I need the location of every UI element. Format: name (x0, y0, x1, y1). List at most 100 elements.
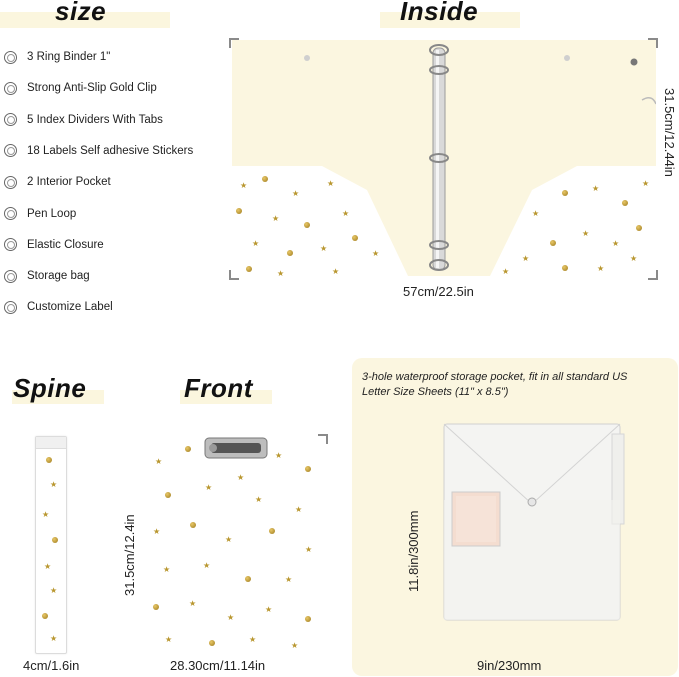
gold-star-icon: ★ (44, 562, 52, 571)
gold-star-icon: ★ (630, 254, 638, 263)
gold-star-icon: ★ (532, 209, 540, 218)
gold-star-icon: ★ (592, 184, 600, 193)
gold-star-icon: ★ (612, 239, 620, 248)
spine-top-cap (36, 437, 66, 449)
feature-label: Elastic Closure (27, 238, 104, 251)
gold-dot-icon (190, 522, 196, 528)
pocket-width-label: 9in/230mm (477, 658, 542, 673)
feature-label: Customize Label (27, 301, 113, 314)
feature-label: Storage bag (27, 270, 90, 283)
feature-label: 5 Index Dividers With Tabs (27, 113, 163, 126)
gold-star-icon: ★ (42, 510, 50, 519)
gold-star-icon: ★ (582, 229, 590, 238)
gold-star-icon: ★ (342, 209, 350, 218)
gold-star-icon: ★ (249, 635, 257, 644)
gold-dot-icon (304, 222, 310, 228)
gold-star-icon: ★ (292, 189, 300, 198)
feature-item: Storage bag (4, 266, 90, 286)
gold-star-icon: ★ (165, 635, 173, 644)
storage-pocket-image (443, 423, 625, 621)
gold-dot-icon (245, 576, 251, 582)
inside-heading-highlight (380, 12, 520, 28)
gold-dot-icon (165, 492, 171, 498)
spine-star-pattern: ★★★★★ (36, 437, 66, 653)
feature-label: 2 Interior Pocket (27, 176, 111, 189)
circle-bullet-icon (4, 207, 17, 220)
front-width-label: 28.30cm/11.14in (170, 658, 266, 673)
spine-heading: Spine (13, 373, 87, 403)
gold-clip-icon (204, 437, 268, 459)
front-binder-image: ★★★★★★★★★★★★★★★★★★ (145, 436, 321, 654)
inside-width-label: 57cm/22.5in (403, 284, 474, 299)
circle-bullet-icon (4, 300, 17, 314)
circle-bullet-icon (4, 175, 17, 189)
feature-label: Strong Anti-Slip Gold Clip (27, 82, 157, 95)
gold-star-icon: ★ (327, 179, 335, 188)
front-heading-highlight (180, 390, 272, 404)
gold-star-icon: ★ (502, 267, 510, 276)
gold-star-icon: ★ (203, 561, 211, 570)
gold-star-icon: ★ (237, 473, 245, 482)
gold-dot-icon (185, 446, 191, 452)
spine-image: ★★★★★ (35, 436, 67, 654)
gold-star-icon: ★ (240, 181, 248, 190)
pocket-card: 3-hole waterproof storage pocket, fit in… (352, 358, 678, 676)
inside-heading: Inside (400, 0, 479, 26)
gold-star-icon: ★ (225, 535, 233, 544)
pocket-caption-line1: 3-hole waterproof storage pocket, fit in… (362, 371, 628, 383)
inside-binder-svg (232, 40, 656, 276)
feature-item: Elastic Closure (4, 235, 104, 255)
gold-star-icon: ★ (275, 451, 283, 460)
size-heading-highlight (0, 12, 170, 28)
gold-dot-icon (153, 604, 159, 610)
gold-star-icon: ★ (189, 599, 197, 608)
gold-dot-icon (269, 528, 275, 534)
gold-dot-icon (352, 235, 358, 241)
gold-dot-icon (52, 537, 58, 543)
front-corner-tr (318, 434, 328, 444)
gold-star-icon: ★ (50, 586, 58, 595)
inside-corner-bl (229, 270, 239, 280)
size-heading: size (55, 0, 107, 26)
gold-star-icon: ★ (272, 214, 280, 223)
feature-label: 18 Labels Self adhesive Stickers (27, 144, 194, 157)
gold-dot-icon (305, 616, 311, 622)
gold-star-icon: ★ (155, 457, 163, 466)
gold-star-icon: ★ (277, 269, 285, 278)
feature-item: 3 Ring Binder 1" (4, 47, 110, 67)
gold-star-icon: ★ (255, 495, 263, 504)
inside-corner-tl (229, 38, 239, 48)
pocket-caption-line2: Letter Size Sheets (11" x 8.5") (362, 386, 509, 398)
gold-dot-icon (42, 613, 48, 619)
gold-star-icon: ★ (320, 244, 328, 253)
gold-star-icon: ★ (163, 565, 171, 574)
gold-star-icon: ★ (522, 254, 530, 263)
gold-star-icon: ★ (295, 505, 303, 514)
feature-item: Customize Label (4, 297, 113, 317)
gold-star-icon: ★ (332, 267, 340, 276)
front-star-pattern: ★★★★★★★★★★★★★★★★★★ (145, 436, 321, 654)
gold-dot-icon (562, 265, 568, 271)
gold-dot-icon (622, 200, 628, 206)
gold-dot-icon (287, 250, 293, 256)
gold-star-icon: ★ (642, 179, 650, 188)
gold-dot-icon (246, 266, 252, 272)
gold-dot-icon (562, 190, 568, 196)
circle-bullet-icon (4, 50, 17, 64)
gold-star-icon: ★ (252, 239, 260, 248)
circle-bullet-icon (4, 269, 17, 283)
gold-dot-icon (262, 176, 268, 182)
feature-label: Pen Loop (27, 207, 77, 220)
front-heading: Front (184, 373, 253, 403)
pocket-caption: 3-hole waterproof storage pocket, fit in… (362, 370, 674, 400)
circle-bullet-icon (4, 81, 17, 95)
gold-star-icon: ★ (50, 634, 58, 643)
circle-bullet-icon (4, 238, 17, 252)
gold-star-icon: ★ (372, 249, 380, 258)
feature-item: 5 Index Dividers With Tabs (4, 110, 163, 130)
circle-bullet-icon (4, 144, 17, 158)
gold-star-icon: ★ (597, 264, 605, 273)
gold-dot-icon (209, 640, 215, 646)
spine-width-label: 4cm/1.6in (23, 658, 80, 673)
feature-item: 18 Labels Self adhesive Stickers (4, 141, 193, 161)
